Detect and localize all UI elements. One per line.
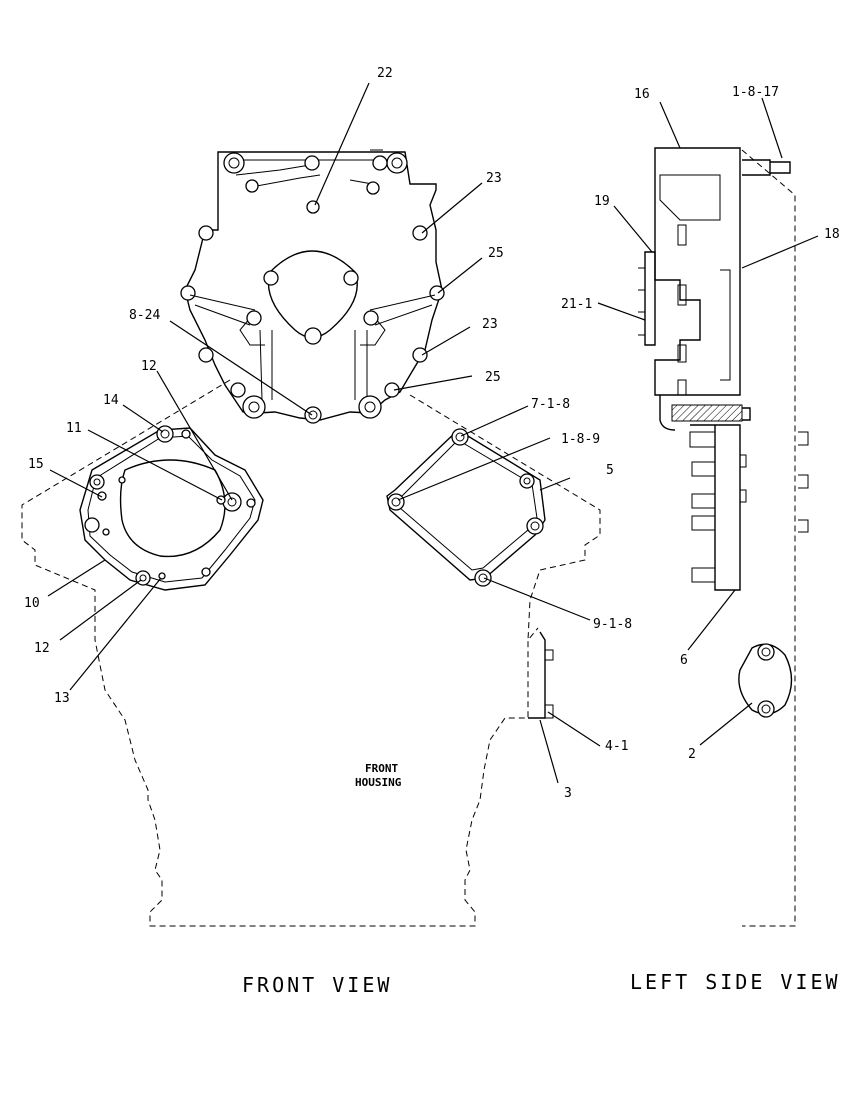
gasket-plate [644, 251, 656, 346]
callout-1-8-17: 1-8-17 [732, 85, 779, 100]
top-cover-plate [184, 151, 443, 421]
callout-6: 6 [680, 653, 688, 668]
callout-16: 16 [634, 87, 650, 102]
hatched-flange [671, 404, 743, 422]
callout-12-bottom: 12 [34, 641, 50, 656]
callout-23-bottom: 23 [482, 317, 498, 332]
front-view-drawing [21, 149, 601, 927]
callout-12-top: 12 [141, 359, 157, 374]
right-plate-bolts [387, 428, 544, 587]
callout-3: 3 [564, 786, 572, 801]
side-cover-plate-2 [738, 643, 793, 715]
callout-21-1: 21-1 [561, 297, 592, 312]
callout-15: 15 [28, 457, 44, 472]
housing-label-line2: HOUSING [355, 776, 402, 789]
callout-labels: 22 23 25 8-24 23 25 12 14 11 15 10 12 13… [24, 66, 840, 801]
center-ribs [189, 294, 436, 401]
side-housing-outline [741, 149, 796, 927]
callout-5: 5 [606, 463, 614, 478]
front-housing-right-edge [409, 394, 601, 641]
housing-label-line1: FRONT [365, 762, 398, 775]
bracket [528, 631, 546, 719]
callout-13: 13 [54, 691, 70, 706]
front-housing-outline [21, 379, 539, 927]
callout-14: 14 [103, 393, 119, 408]
left-adapter-plate [79, 427, 264, 591]
left-plate-bolts [84, 425, 256, 586]
side-bolt-17 [742, 159, 791, 176]
top-plate-bosses [180, 152, 445, 398]
callout-4-1: 4-1 [605, 739, 628, 754]
callout-19: 19 [594, 194, 610, 209]
callout-25-top: 25 [488, 246, 504, 261]
side-housing-6 [690, 424, 741, 591]
left-side-view-title: LEFT SIDE VIEW [630, 970, 841, 994]
side-bolts [689, 431, 809, 583]
callout-22: 22 [377, 66, 393, 81]
left-side-view-drawing [638, 147, 809, 927]
callout-10: 10 [24, 596, 40, 611]
side-cover [654, 147, 741, 396]
right-plate [386, 429, 546, 581]
center-cover [267, 250, 358, 339]
callout-8-24: 8-24 [129, 308, 160, 323]
callout-11: 11 [66, 421, 82, 436]
left-plate-bore [119, 459, 226, 558]
callout-23-top: 23 [486, 171, 502, 186]
front-view-title: FRONT VIEW [242, 973, 392, 997]
callout-9-1-8: 9-1-8 [593, 617, 632, 632]
callout-1-8-9: 1-8-9 [561, 432, 600, 447]
leader-lines [47, 82, 819, 784]
callout-2: 2 [688, 747, 696, 762]
callout-25-bottom: 25 [485, 370, 501, 385]
callout-7-1-8: 7-1-8 [531, 397, 570, 412]
callout-18: 18 [824, 227, 840, 242]
